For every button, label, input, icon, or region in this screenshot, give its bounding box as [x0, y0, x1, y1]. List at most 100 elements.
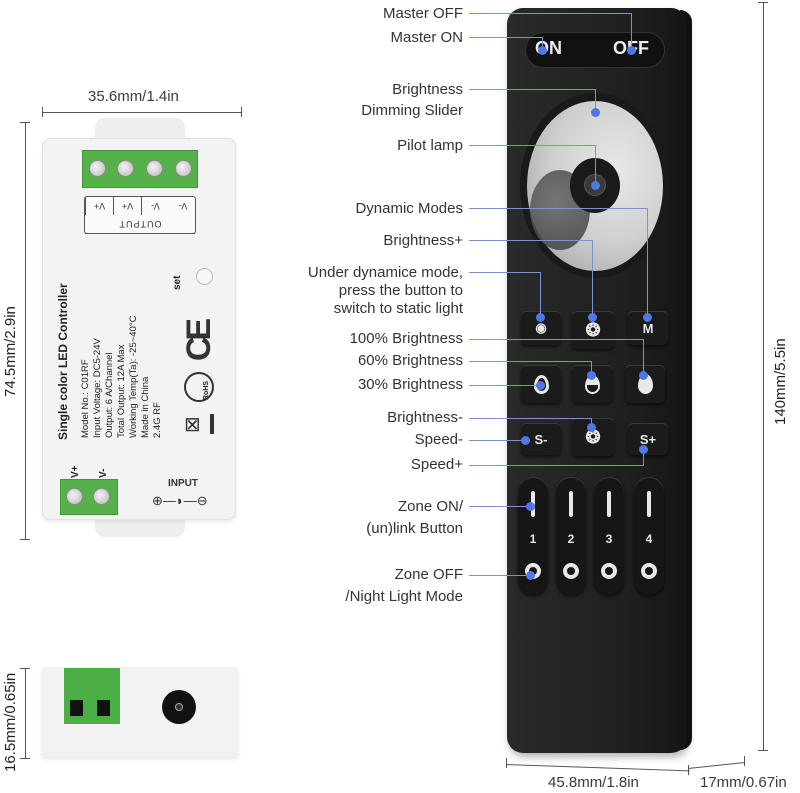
speed-minus-label: S- [534, 431, 548, 447]
dimension-line [763, 2, 764, 750]
screw-icon [89, 160, 106, 177]
ce-mark-icon: CE [180, 321, 219, 362]
lead-line [469, 272, 541, 273]
lead-dot [588, 313, 597, 322]
dimension-tick [744, 756, 745, 766]
input-label: INPUT [168, 478, 198, 489]
spec-line: Input Voltage: DC5-24V [92, 338, 103, 438]
zone-number: 2 [567, 532, 575, 546]
lead-line [469, 89, 596, 90]
lead-dot [591, 181, 600, 190]
lead-line [469, 13, 632, 14]
remote-height-label: 140mm/5.5in [772, 338, 789, 425]
label-master-off: Master OFF [382, 5, 463, 22]
lead-line [469, 575, 529, 576]
zone-off-button[interactable] [601, 563, 617, 579]
speed-plus-label: S+ [639, 431, 657, 447]
master-on-off-bar [525, 32, 665, 68]
lead-line [469, 361, 592, 362]
label-brightness-plus: Brightness+ [383, 232, 463, 249]
dimension-line [505, 764, 690, 772]
lead-line [540, 272, 541, 316]
label-brightness-30: 30% Brightness [357, 376, 463, 393]
dimension-tick [42, 107, 43, 117]
dimension-tick [506, 758, 507, 768]
controller-height-label: 74.5mm/2.9in [2, 303, 19, 400]
lead-line [631, 13, 632, 49]
controller-title: Single color LED Controller [56, 283, 70, 440]
label-static-line3: switch to static light [333, 300, 463, 317]
brightness-100-button[interactable] [625, 365, 665, 403]
spec-line: Made in China [140, 376, 151, 438]
label-zone-on-line2: (un)link Button [366, 520, 463, 537]
spec-line: Working Temp(Ta): -25~40°C [128, 315, 139, 438]
zone-4-key: 4 [634, 477, 664, 595]
label-speed-minus: Speed- [414, 431, 463, 448]
input-terminal-label: V+ [70, 465, 81, 478]
terminal-slot [70, 700, 83, 716]
lead-dot [587, 371, 596, 380]
label-static-line2: press the button to [338, 282, 463, 299]
lead-dot [536, 381, 545, 390]
lead-line [595, 145, 596, 185]
lead-line [469, 506, 529, 507]
label-zone-off-line2: /Night Light Mode [345, 588, 463, 605]
mode-label: M [642, 320, 654, 336]
dimension-line [42, 112, 242, 113]
label-master-on: Master ON [390, 29, 463, 46]
zone-on-button[interactable] [647, 491, 651, 517]
speed-plus-button[interactable]: S+ [628, 423, 668, 455]
screw-icon [175, 160, 192, 177]
zone-3-key: 3 [594, 477, 624, 595]
dimension-line [25, 668, 26, 758]
spec-line: 2.4G RF [152, 402, 163, 438]
label-speed-plus: Speed+ [410, 456, 463, 473]
label-static-line1: Under dynamice mode, [307, 264, 463, 281]
zone-number: 1 [529, 532, 537, 546]
lead-line [643, 339, 644, 374]
dimension-tick [758, 750, 768, 751]
zone-off-button[interactable] [641, 563, 657, 579]
sun-plus-icon: ❂ [585, 319, 601, 340]
lead-dot [526, 571, 535, 580]
weee-bar-icon [210, 414, 214, 434]
dimension-tick [20, 758, 30, 759]
lead-line [643, 448, 644, 466]
dimension-line [25, 122, 26, 540]
remote-width-label: 45.8mm/1.8in [548, 774, 639, 791]
zone-number: 4 [645, 532, 653, 546]
label-brightness-60: 60% Brightness [357, 352, 463, 369]
controller-thickness-label: 16.5mm/0.65in [2, 672, 19, 772]
lock-icon: ◉ [535, 320, 547, 335]
dimension-tick [688, 765, 689, 775]
spec-line: Model No.: C01RF [80, 359, 91, 438]
lead-line [595, 89, 596, 112]
output-label: OUTPUT [85, 215, 195, 234]
dimension-tick [758, 2, 768, 3]
zone-on-button[interactable] [607, 491, 611, 517]
lead-line [592, 240, 593, 316]
lead-dot [536, 313, 545, 322]
input-terminal-label: V- [98, 468, 109, 478]
lead-line [469, 240, 593, 241]
zone-2-key: 2 [556, 477, 586, 595]
lead-line [647, 208, 648, 316]
lead-dot [643, 313, 652, 322]
zone-off-button[interactable] [563, 563, 579, 579]
lead-line [469, 385, 541, 386]
zone-on-button[interactable] [569, 491, 573, 517]
remote-thickness-label: 17mm/0.67in [700, 774, 787, 791]
lead-dot [587, 423, 596, 432]
label-zone-on-line1: Zone ON/ [397, 498, 463, 515]
polarity-icon: ⊕—◗—⊖ [152, 493, 208, 508]
lead-line [469, 465, 644, 466]
lead-dot [521, 436, 530, 445]
dimension-tick [20, 122, 30, 123]
screw-icon [117, 160, 134, 177]
screw-icon [93, 488, 110, 505]
set-button[interactable] [196, 268, 213, 285]
lead-line [542, 37, 543, 49]
label-zone-off-line1: Zone OFF [394, 566, 463, 583]
screw-icon [146, 160, 163, 177]
lead-line [469, 418, 592, 419]
